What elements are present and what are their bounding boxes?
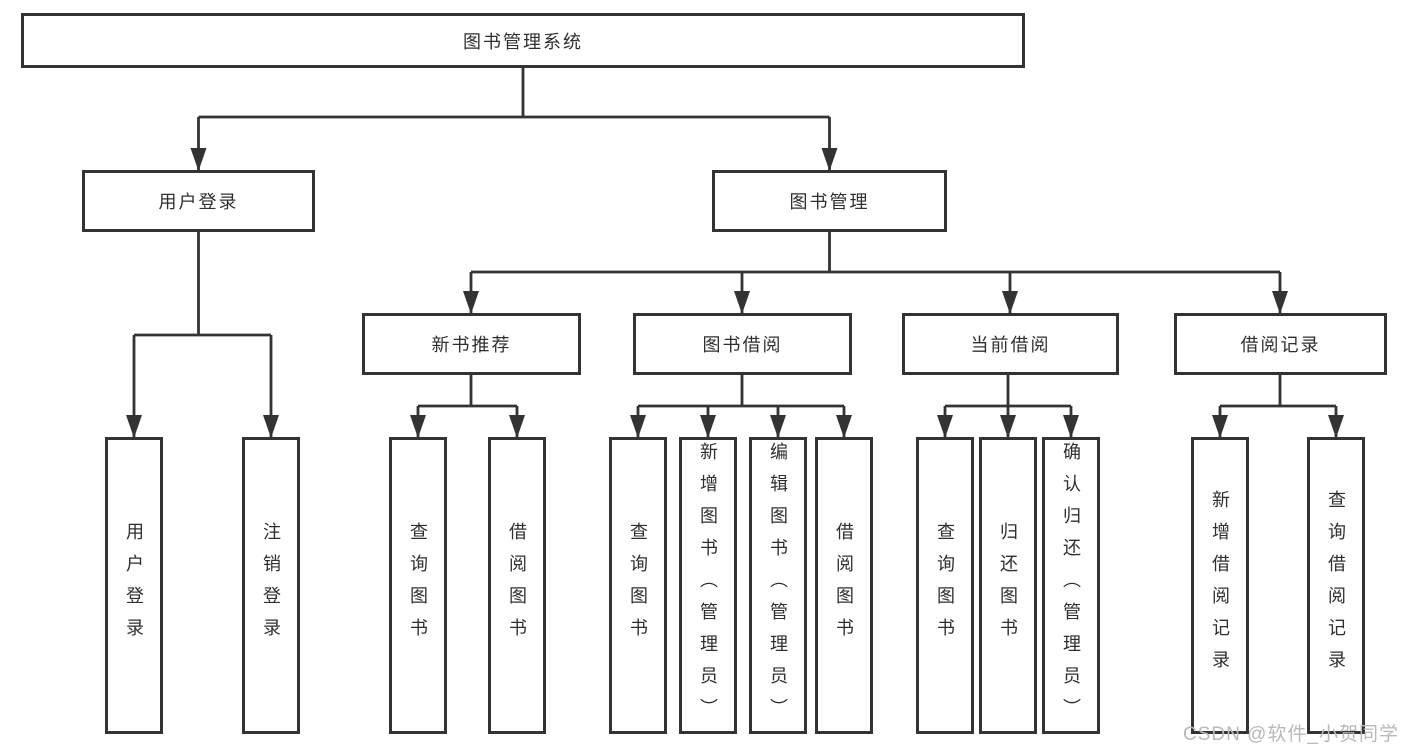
leaf-logout-label: 注销登录 [261, 521, 281, 650]
leaf-nb-query-books-label: 查询图书 [408, 521, 428, 650]
node-current-borrowing-label: 当前借阅 [970, 335, 1051, 355]
node-current-borrowing: 当前借阅 [902, 313, 1119, 375]
leaf-nb-borrow-books-label: 借阅图书 [507, 521, 527, 650]
node-new-book-recommend-label: 新书推荐 [431, 335, 512, 355]
connector-book-management-bus [471, 232, 1280, 274]
connector-borrowing-records-bus [1220, 375, 1336, 408]
leaf-bb-add-books-admin-label: 新增图书（管理员） [698, 441, 718, 730]
leaf-br-add-record: 新增借阅记录 [1191, 437, 1249, 734]
node-book-management-label: 图书管理 [789, 192, 870, 212]
connector-book-borrowing-bus [638, 375, 844, 408]
leaf-bb-borrow-books: 借阅图书 [815, 437, 873, 734]
leaf-bb-query-books-label: 查询图书 [628, 521, 648, 650]
leaf-nb-borrow-books: 借阅图书 [488, 437, 546, 734]
watermark: CSDN @软件_小贺同学 [1183, 724, 1399, 745]
leaf-br-query-record: 查询借阅记录 [1307, 437, 1365, 734]
leaf-bb-add-books-admin: 新增图书（管理员） [679, 437, 737, 734]
leaf-user-login: 用户登录 [105, 437, 163, 734]
leaf-cb-confirm-return-admin-label: 确认归还（管理员） [1061, 441, 1081, 730]
leaf-cb-return-books-label: 归还图书 [998, 521, 1018, 650]
leaf-bb-query-books: 查询图书 [609, 437, 667, 734]
leaf-br-query-record-label: 查询借阅记录 [1326, 489, 1346, 682]
node-book-management: 图书管理 [712, 170, 947, 232]
leaf-cb-return-books: 归还图书 [979, 437, 1037, 734]
leaf-cb-query-books: 查询图书 [916, 437, 974, 734]
leaf-user-login-label: 用户登录 [124, 521, 144, 650]
node-borrowing-records-label: 借阅记录 [1240, 335, 1321, 355]
node-new-book-recommend: 新书推荐 [362, 313, 581, 375]
leaf-bb-edit-books-admin: 编辑图书（管理员） [749, 437, 807, 734]
node-book-borrowing: 图书借阅 [633, 313, 852, 375]
connector-user-login-bus [134, 232, 271, 337]
node-book-borrowing-label: 图书借阅 [702, 335, 783, 355]
leaf-br-add-record-label: 新增借阅记录 [1210, 489, 1230, 682]
leaf-cb-confirm-return-admin: 确认归还（管理员） [1042, 437, 1100, 734]
node-root-label: 图书管理系统 [463, 31, 583, 52]
connector-root-bus [198, 68, 830, 119]
node-user-login: 用户登录 [82, 170, 315, 232]
node-root: 图书管理系统 [21, 13, 1025, 68]
node-user-login-label: 用户登录 [158, 192, 239, 212]
leaf-logout: 注销登录 [242, 437, 300, 734]
leaf-cb-query-books-label: 查询图书 [935, 521, 955, 650]
leaf-bb-edit-books-admin-label: 编辑图书（管理员） [768, 441, 788, 730]
node-borrowing-records: 借阅记录 [1174, 313, 1387, 375]
connector-current-borrowing-bus [945, 375, 1071, 408]
connector-new-book-bus [418, 375, 517, 408]
leaf-bb-borrow-books-label: 借阅图书 [834, 521, 854, 650]
leaf-nb-query-books: 查询图书 [389, 437, 447, 734]
